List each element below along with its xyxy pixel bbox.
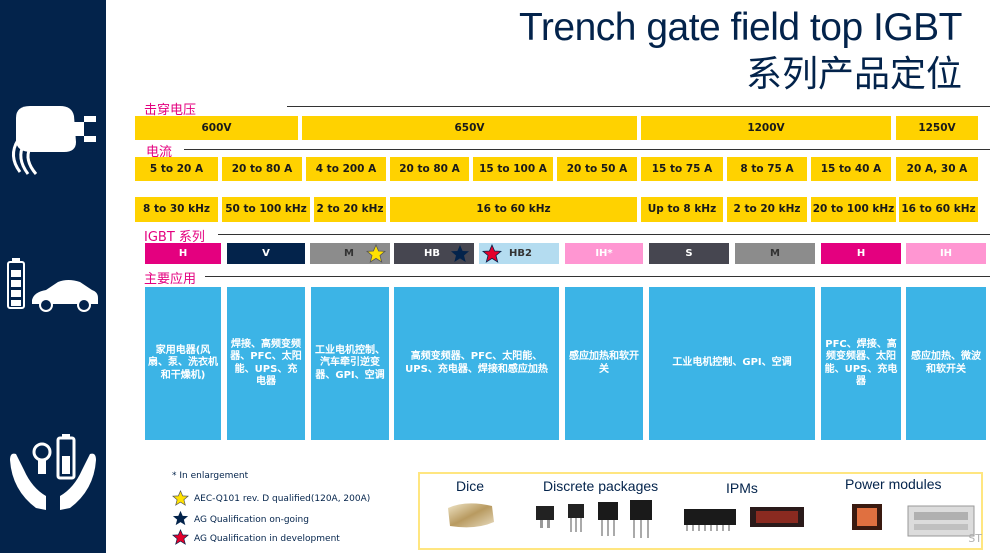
section-divider [218,234,990,235]
watermark: ST [968,532,982,545]
frequency-cell: 20 to 100 kHz [811,197,896,222]
frequency-cell: 16 to 60 kHz [899,197,978,222]
series-m2: M [735,243,815,264]
current-cell: 15 to 100 A [473,157,553,181]
legend-blue-star-text: AG Qualification on-going [194,515,309,525]
package-ipms-label: IPMs [726,480,758,496]
application-cell: 感应加热和软开关 [565,287,643,440]
series-s: S [649,243,729,264]
series-ih: IH [906,243,986,264]
application-cell: 家用电器(风扇、泵、洗衣机和干燥机) [145,287,221,440]
application-cell: 焊接、高频变频器、PFC、太阳能、UPS、充电器 [227,287,305,440]
voltage-1250v: 1250V [896,116,978,140]
red-star-icon [482,244,502,263]
application-cell: 感应加热、微波和软开关 [906,287,986,440]
section-divider [184,149,990,150]
current-label: 电流 [146,145,173,160]
series-m: M [310,243,390,264]
legend-red-star-text: AG Qualification in development [194,534,340,544]
current-cell: 20 to 80 A [222,157,302,181]
power-modules-image [852,504,975,537]
frequency-cell: 2 to 20 kHz [314,197,386,222]
series-hb2-label: HB2 [509,247,532,259]
current-cell: 20 to 80 A [390,157,469,181]
voltage-600v: 600V [135,116,298,140]
current-cell: 5 to 20 A [135,157,218,181]
frequency-cell: 2 to 20 kHz [727,197,807,222]
frequency-cell: 50 to 100 kHz [222,197,310,222]
package-dice-label: Dice [456,478,485,494]
package-power-modules-label: Power modules [845,476,942,492]
series-m-label: M [344,247,354,259]
power-plug-icon [12,106,96,175]
package-discrete-label: Discrete packages [543,478,659,494]
series-hb: HB [394,243,474,264]
series-ih-star: IH* [565,243,643,264]
current-cell: 15 to 40 A [811,157,891,181]
voltage-650v: 650V [302,116,637,140]
dice-image [448,503,494,528]
application-cell: PFC、焊接、高频变频器、太阳能、UPS、充电器 [821,287,901,440]
page-title: Trench gate field top IGBT [519,6,962,49]
application-cell: 高频变频器、PFC、太阳能、UPS、充电器、焊接和感应加热 [394,287,559,440]
yellow-star-icon [366,244,386,263]
frequency-cell: 8 to 30 kHz [135,197,218,222]
series-v: V [227,243,305,264]
page-subtitle: 系列产品定位 [745,54,962,95]
application-cell: 工业电机控制、GPI、空调 [649,287,815,440]
legend-note: * In enlargement [172,471,249,481]
current-cell: 15 to 75 A [641,157,723,181]
frequency-cell: Up to 8 kHz [641,197,723,222]
yellow-star-icon [172,490,189,506]
igbt-series-label: IGBT 系列 [144,230,205,245]
section-divider [287,106,990,107]
series-h2: H [821,243,901,264]
discrete-packages-image [536,500,652,538]
breakdown-voltage-label: 击穿电压 [144,103,197,118]
application-label: 主要应用 [144,272,197,287]
car-icon [32,280,98,312]
series-h: H [145,243,221,264]
hands-energy-icon [10,434,96,510]
blue-star-icon [451,245,469,262]
current-cell: 20 to 50 A [557,157,637,181]
legend-yellow-star-text: AEC-Q101 rev. D qualified(120A, 200A) [194,494,371,504]
current-cell: 20 A, 30 A [896,157,978,181]
section-divider [205,276,990,277]
battery-icon [7,258,25,309]
current-cell: 4 to 200 A [306,157,386,181]
application-cell: 工业电机控制、汽车牵引逆变器、GPI、空调 [311,287,389,440]
current-cell: 8 to 75 A [727,157,807,181]
red-star-icon [172,529,189,545]
ipms-image [684,507,804,531]
series-hb2: HB2 [479,243,559,264]
left-sidebar [0,0,106,553]
series-hb-label: HB [424,247,440,259]
frequency-cell: 16 to 60 kHz [390,197,637,222]
voltage-1200v: 1200V [641,116,891,140]
blue-star-icon [172,510,189,526]
